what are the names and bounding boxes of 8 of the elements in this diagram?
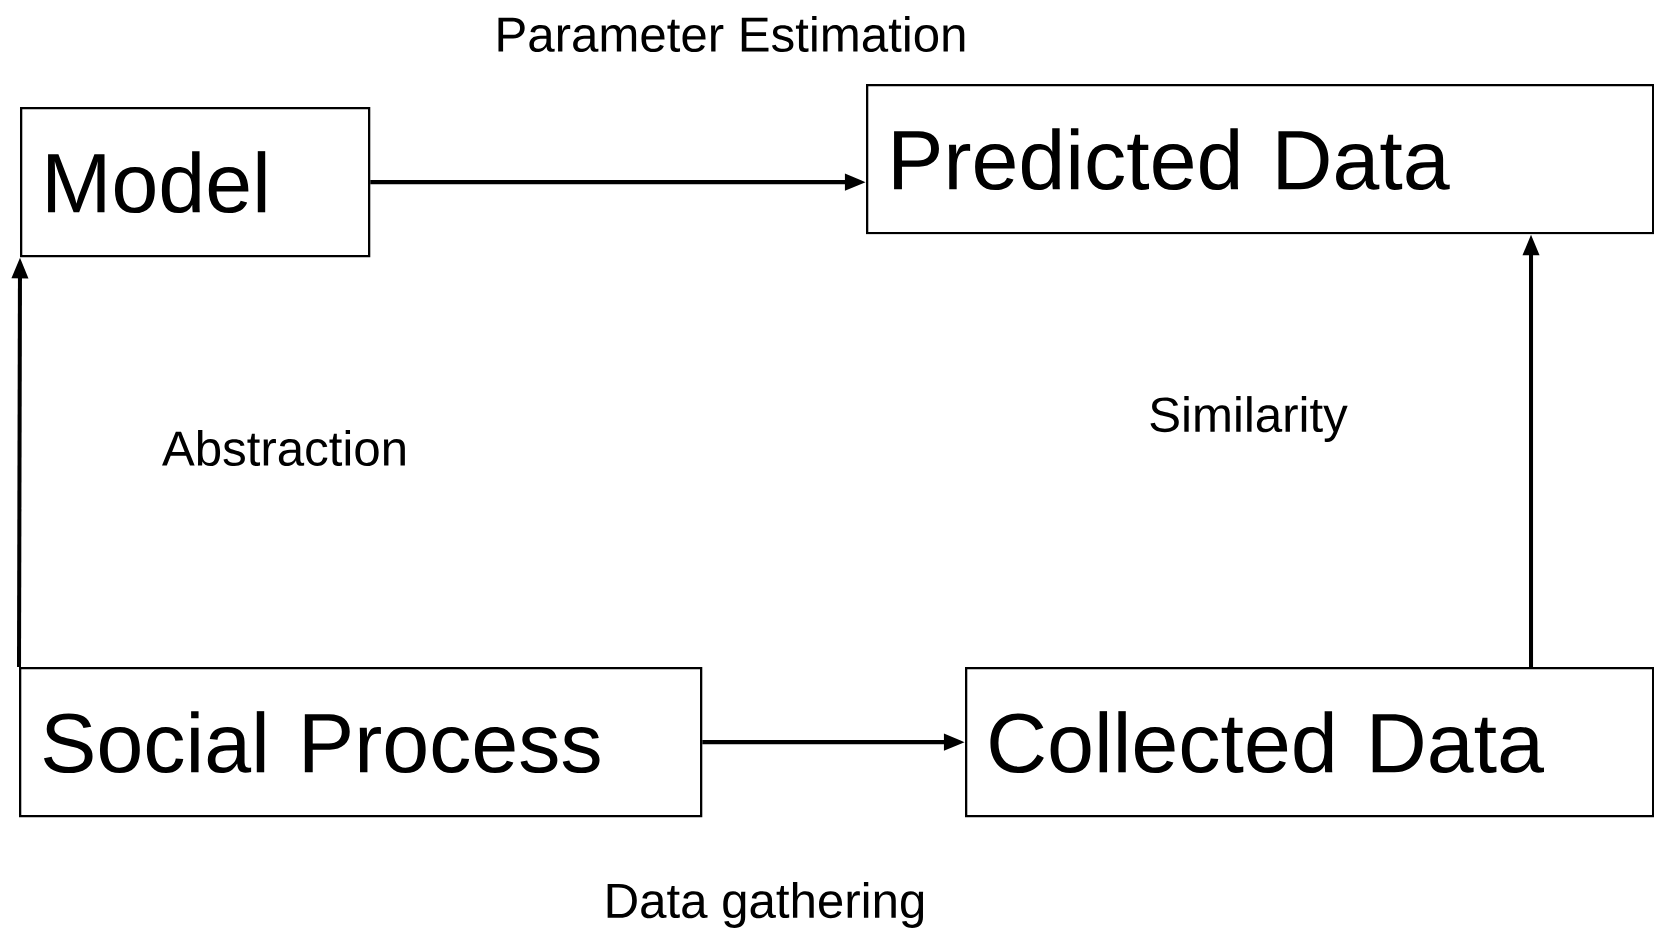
edge-label: Similarity bbox=[1146, 394, 1350, 444]
process-box: Social Process bbox=[19, 667, 703, 818]
edge-label: Parameter Estimation bbox=[492, 14, 970, 54]
process-box: Collected Data bbox=[965, 667, 1654, 818]
edge-label: Abstraction bbox=[160, 428, 410, 468]
process-box: Model bbox=[20, 107, 371, 258]
process-box: Predicted Data bbox=[866, 84, 1654, 235]
edge-label: Data gathering bbox=[601, 880, 929, 930]
